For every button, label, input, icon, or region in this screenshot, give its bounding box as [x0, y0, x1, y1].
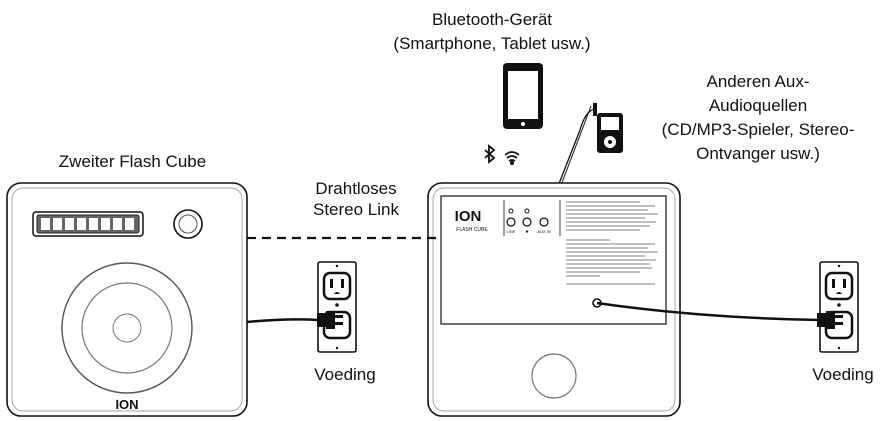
- bluetooth-icon: [484, 144, 496, 164]
- second-flash-cube: [6, 182, 248, 417]
- main-flash-cube: [427, 182, 681, 417]
- panel-label-link: LINK: [507, 229, 516, 234]
- mp3-player-icon: [593, 103, 623, 153]
- power-outlet-left: [317, 261, 357, 353]
- power-label-left: Voeding: [314, 365, 376, 384]
- second-cube-label: Zweiter Flash Cube: [58, 152, 207, 171]
- panel-label-bluetooth: ✱: [525, 229, 529, 234]
- bluetooth-device-label: Bluetooth-Gerät (Smartphone, Tablet usw.…: [393, 10, 591, 53]
- tablet-icon: [503, 63, 543, 129]
- display-segments: [41, 218, 134, 230]
- wireless-link-label: Drahtloses Stereo Link: [313, 179, 399, 219]
- second-cube-logo: ION: [115, 397, 138, 412]
- power-cable-left: [246, 318, 319, 324]
- aux-cable: [543, 108, 595, 223]
- power-outlet-right: [819, 261, 859, 353]
- wifi-icon: [504, 151, 520, 166]
- main-cube-logo: ION: [455, 208, 482, 225]
- power-cable-right: [596, 301, 821, 322]
- panel-label-aux: AUX IN: [537, 229, 550, 234]
- power-plug-left: [317, 311, 343, 329]
- main-cube-model: FLASH CUBE: [456, 227, 488, 233]
- power-plug-right: [817, 311, 843, 329]
- instruction-text: [566, 201, 658, 285]
- power-label-right: Voeding: [812, 365, 874, 384]
- aux-sources-label: Anderen Aux- Audioquellen (CD/MP3-Spiele…: [661, 72, 855, 163]
